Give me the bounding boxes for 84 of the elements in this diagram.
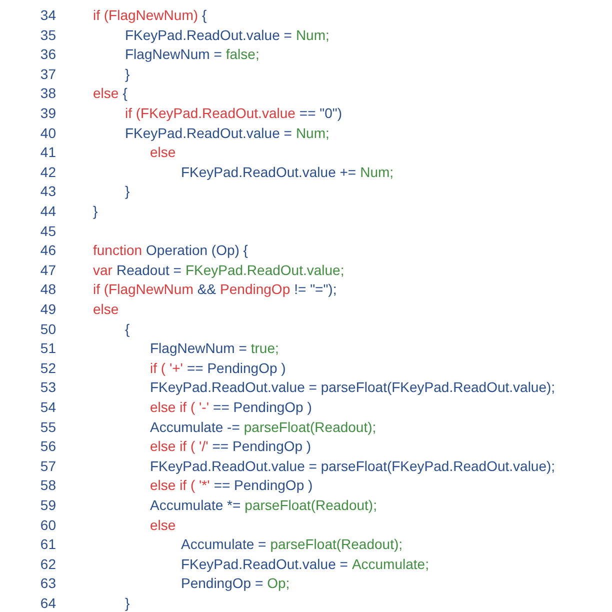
line-number: 52 [39, 358, 56, 377]
code-text: } [125, 66, 130, 82]
line-number: 47 [39, 260, 56, 279]
line-number: 46 [39, 241, 56, 260]
code-text: } [93, 203, 98, 219]
code-text: parseFloat(Readout); [244, 418, 376, 435]
line-number: 34 [39, 6, 56, 24]
line-number: 61 [39, 535, 56, 554]
code-text: else [93, 301, 119, 317]
code-text: == PendingOp ) [212, 438, 312, 454]
code-text: if (FlagNewNum [93, 281, 194, 298]
code-text: == "0") [299, 105, 342, 121]
code-text: FKeyPad.ReadOut.value += [181, 164, 356, 180]
line-number: 42 [39, 162, 56, 181]
code-text: { [202, 7, 207, 23]
line-number: 57 [39, 456, 56, 475]
code-text: else if ( '-' [150, 399, 210, 415]
code-text: } [125, 183, 130, 200]
line-number: 37 [39, 64, 56, 83]
code-text: FlagNewNum = [150, 340, 247, 356]
line-number: 63 [39, 574, 56, 592]
code-text: Num; [296, 26, 330, 43]
code-text: { [125, 320, 130, 337]
line-number: 58 [39, 476, 56, 494]
code-text: parseFloat(Readout); [270, 536, 403, 552]
line-number: 41 [39, 143, 56, 162]
line-number: 38 [39, 84, 56, 102]
line-number: 64 [39, 594, 56, 612]
code-text: function [93, 242, 142, 258]
line-number: 51 [39, 339, 56, 358]
code-text: FKeyPad.ReadOut.value = [125, 124, 292, 141]
code-text: Op; [267, 575, 290, 592]
code-text: == PendingOp ) [186, 360, 286, 376]
code-text: FKeyPad.ReadOut.value = parseFloat(FKeyPad.ReadOut.value); [150, 458, 556, 474]
code-text: if (FlagNewNum) [93, 7, 198, 23]
code-text: Operation (Op) { [146, 242, 248, 258]
line-number: 35 [39, 26, 56, 44]
code-text: { [122, 85, 128, 102]
line-number: 40 [39, 124, 56, 142]
line-number: 48 [39, 280, 56, 298]
code-text: } [125, 595, 130, 611]
code-text: Num; [360, 164, 394, 180]
code-text: != "="); [294, 281, 337, 298]
line-number: 53 [39, 378, 56, 396]
line-number: 39 [39, 104, 56, 122]
line-number: 55 [39, 418, 56, 436]
code-text: else [150, 516, 176, 533]
code-text: parseFloat(Readout); [244, 497, 377, 513]
line-number: 54 [39, 398, 56, 416]
code-text: FKeyPad.ReadOut.value = [181, 556, 348, 572]
code-text: else [93, 85, 119, 102]
code-text: Accumulate; [352, 556, 429, 572]
line-number: 49 [39, 300, 56, 318]
code-text: else if ( '*' [150, 477, 210, 494]
code-text: Accumulate -= [150, 418, 240, 435]
code-text: if (FKeyPad.ReadOut.value [125, 105, 296, 121]
code-text: && [197, 281, 216, 298]
code-text: else if ( '/' [150, 438, 208, 454]
code-text: Readout = [116, 262, 182, 278]
code-text: else [150, 144, 176, 160]
code-text: FKeyPad.ReadOut.value = [125, 26, 292, 43]
line-number: 44 [39, 202, 56, 220]
code-text: Accumulate *= [150, 497, 241, 513]
line-number: 43 [39, 182, 56, 200]
line-number: 60 [39, 516, 56, 534]
code-text: FlagNewNum = [125, 46, 222, 62]
code-text: FKeyPad.ReadOut.value; [185, 262, 344, 278]
code-text: false; [226, 46, 260, 62]
code-text: true; [250, 340, 279, 356]
code-text: FKeyPad.ReadOut.value = parseFloat(FKeyPad.ReadOut.value); [150, 379, 556, 396]
code-text: Accumulate = [181, 536, 266, 552]
line-number: 62 [39, 554, 56, 573]
line-number: 56 [39, 437, 56, 456]
line-number: 45 [39, 222, 56, 240]
line-number: 59 [39, 496, 56, 514]
code-text: PendingOp [220, 281, 290, 298]
code-text: var [93, 262, 112, 278]
code-text: Num; [296, 124, 330, 141]
code-text: == PendingOp ) [214, 477, 313, 494]
code-text: if ( '+' [150, 360, 183, 376]
code-text: == PendingOp ) [213, 399, 312, 415]
code-text: PendingOp = [181, 575, 264, 592]
line-number: 50 [39, 320, 56, 338]
line-number: 36 [39, 45, 56, 64]
